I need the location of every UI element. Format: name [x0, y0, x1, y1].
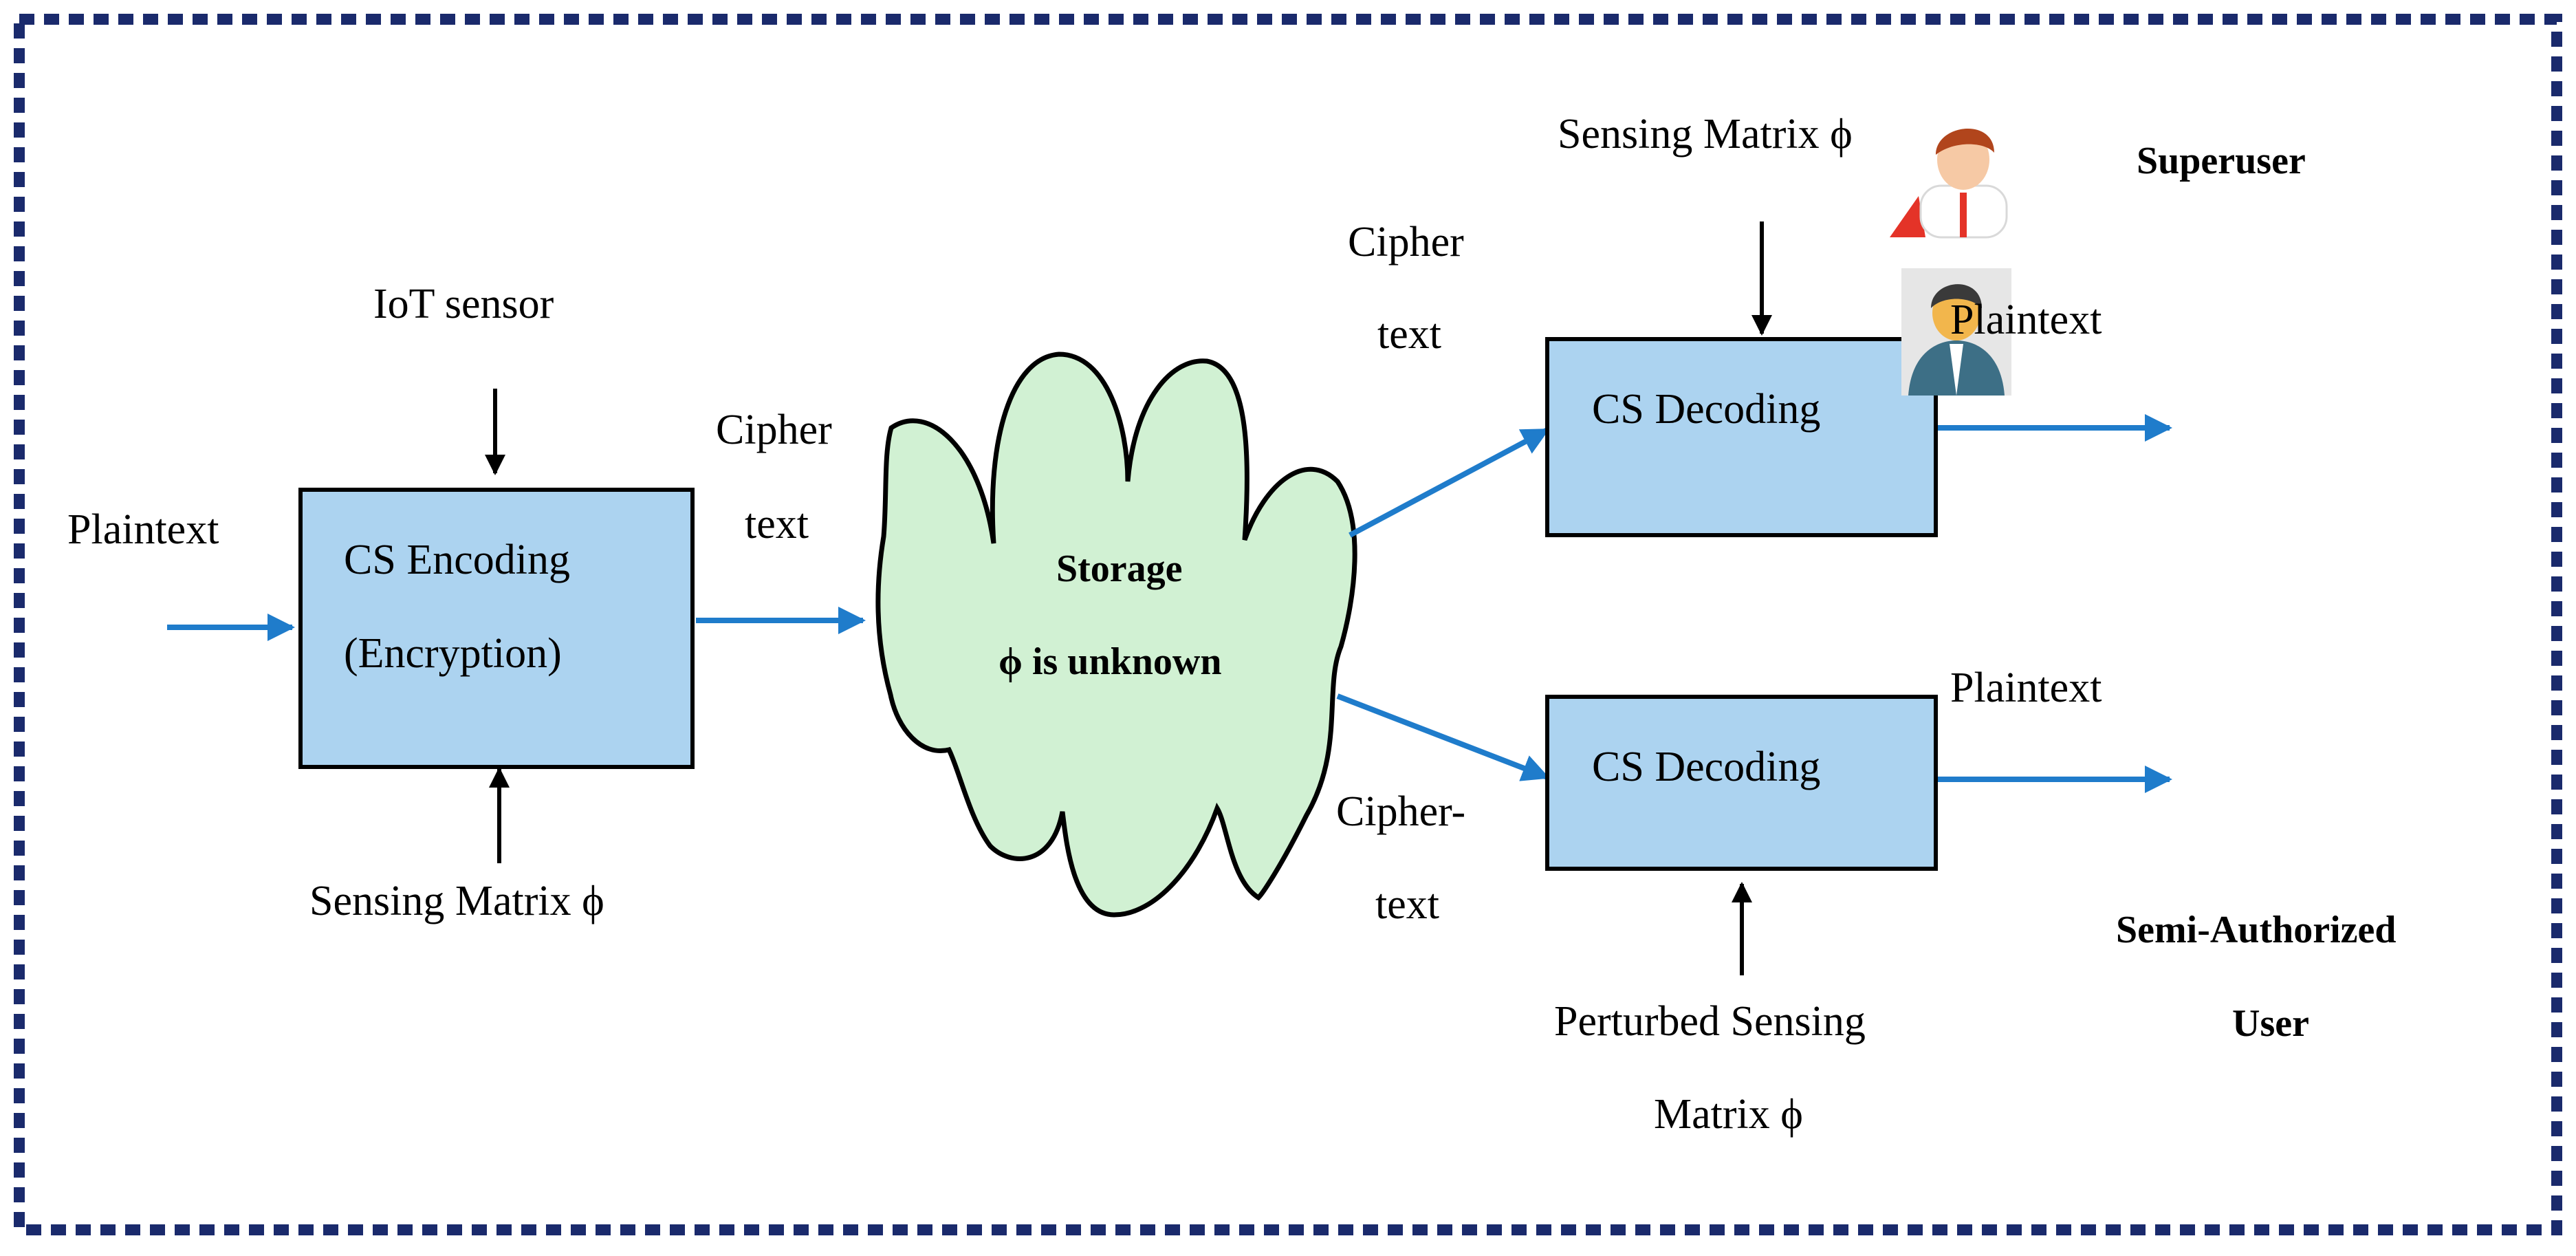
user-avatar-icon	[1901, 268, 2011, 396]
storage-label: Storage	[1056, 548, 1183, 590]
encryption-label: (Encryption)	[344, 630, 562, 677]
superuser-label: Superuser	[2137, 140, 2306, 182]
storage-cloud	[875, 351, 1357, 918]
cs-encoding-label: CS Encoding	[344, 537, 570, 583]
semi-authorized-label-a: Semi-Authorized	[2116, 909, 2397, 951]
phi-unknown-label: ϕ is unknown	[998, 640, 1221, 683]
input-plaintext-label: Plaintext	[67, 506, 219, 553]
upper-sensing-matrix-label: Sensing Matrix ϕ	[1558, 111, 1853, 158]
lower-cs-decoding-label: CS Decoding	[1592, 744, 1820, 790]
perturbed-label-a: Perturbed Sensing	[1554, 998, 1866, 1045]
superuser-avatar-icon	[1890, 128, 2008, 239]
outer-dashed-frame	[14, 14, 2562, 1235]
lower-plaintext-label: Plaintext	[1950, 664, 2102, 711]
upper-cs-decoding-box	[1545, 337, 1938, 537]
upper-cipher-label-a: Cipher	[1348, 219, 1464, 266]
encoder-sensing-matrix-label: Sensing Matrix ϕ	[309, 878, 604, 924]
upper-cipher-label-b: text	[1377, 311, 1441, 358]
upper-cs-decoding-label: CS Decoding	[1592, 386, 1820, 433]
cipher-text-label-1b: text	[745, 501, 809, 548]
upper-plaintext-label: Plaintext	[1950, 296, 2102, 343]
lower-cs-decoding-box	[1545, 695, 1938, 871]
storage-to-upper-decoder-arrow	[1349, 427, 1550, 538]
lower-cipher-label-a: Cipher-	[1336, 788, 1465, 835]
cs-encoding-box	[298, 488, 695, 769]
lower-cipher-label-b: text	[1375, 881, 1439, 928]
perturbed-label-b: Matrix ϕ	[1654, 1091, 1803, 1138]
semi-authorized-label-b: User	[2232, 1002, 2309, 1045]
iot-sensor-label: IoT sensor	[373, 281, 554, 327]
cipher-text-label-1a: Cipher	[716, 407, 832, 453]
storage-to-lower-decoder-arrow	[1336, 693, 1550, 781]
